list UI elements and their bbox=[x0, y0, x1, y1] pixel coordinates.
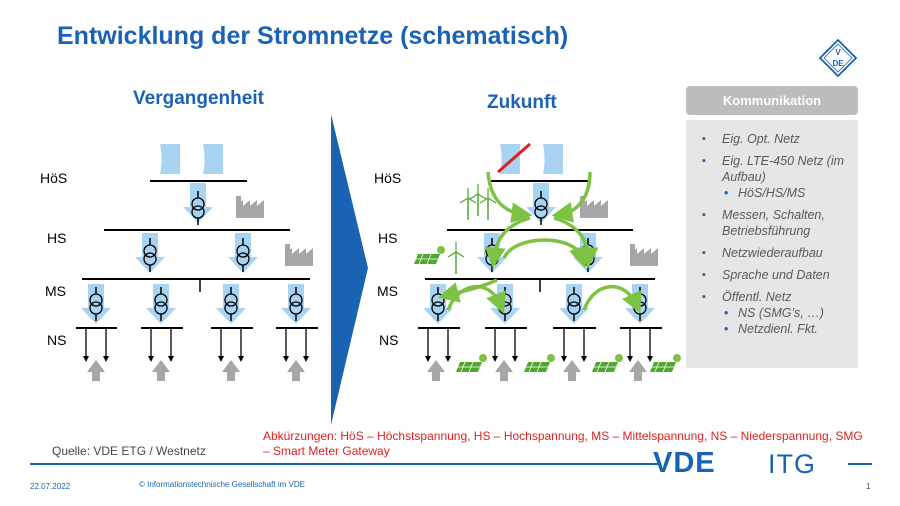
power-plant-icon bbox=[543, 144, 563, 174]
vde-badge-logo: V DE bbox=[818, 38, 858, 78]
consumer-arrow-icon bbox=[287, 360, 305, 381]
page-number: 1 bbox=[866, 482, 871, 491]
abbreviations-note: Abkürzungen: HöS – Höchstspannung, HS – … bbox=[263, 429, 863, 458]
future-title: Zukunft bbox=[487, 92, 557, 113]
level-label-ms-right: MS bbox=[377, 283, 398, 299]
badge-v-text: V bbox=[835, 48, 841, 57]
level-label-hoes-left: HöS bbox=[40, 170, 68, 186]
footer-divider bbox=[30, 463, 658, 465]
footer-copyright: © Informationstechnische Gesellschaft im… bbox=[139, 480, 305, 489]
consumer-arrow-icon bbox=[222, 360, 240, 381]
level-label-ns-left: NS bbox=[47, 332, 67, 348]
past-title: Vergangenheit bbox=[133, 88, 264, 109]
page-title: Entwicklung der Stromnetze (schematisch) bbox=[57, 22, 569, 50]
solar-panel-icon bbox=[523, 353, 556, 373]
communication-header: Kommunikation bbox=[686, 86, 858, 115]
communication-item: Öffentl. Netz NS (SMG’s, …) Netzdienl. F… bbox=[700, 289, 852, 337]
solar-panel-icon bbox=[455, 353, 488, 373]
consumer-arrow-icon bbox=[495, 360, 513, 381]
wind-turbine-icon bbox=[469, 183, 487, 217]
solar-panel-icon bbox=[591, 353, 624, 373]
badge-de-text: DE bbox=[832, 59, 844, 68]
power-plant-icon bbox=[203, 144, 223, 174]
communication-panel: Eig. Opt. Netz Eig. LTE-450 Netz (im Auf… bbox=[686, 120, 858, 368]
communication-subitem: NS (SMG’s, …) bbox=[722, 305, 852, 321]
wind-turbine-icon bbox=[459, 187, 477, 221]
consumer-arrow-icon bbox=[427, 360, 445, 381]
communication-item: Sprache und Daten bbox=[700, 267, 852, 283]
communication-item: Eig. Opt. Netz bbox=[700, 131, 852, 147]
future-grid bbox=[413, 142, 682, 381]
solar-panel-icon bbox=[649, 353, 682, 373]
solar-panel-icon bbox=[413, 245, 446, 265]
level-label-hs-left: HS bbox=[47, 230, 67, 246]
factory-icon bbox=[630, 244, 658, 266]
communication-subitem: HöS/HS/MS bbox=[722, 185, 852, 201]
itg-logo: ITG bbox=[768, 449, 816, 479]
footer-divider bbox=[848, 463, 872, 465]
level-label-hoes-right: HöS bbox=[374, 170, 402, 186]
vde-logo: VDE bbox=[653, 447, 716, 479]
consumer-arrow-icon bbox=[629, 360, 647, 381]
footer-date: 22.07.2022 bbox=[30, 482, 71, 491]
power-plant-icon bbox=[160, 144, 180, 174]
wind-turbine-icon bbox=[447, 241, 465, 275]
communication-item: Messen, Schalten, Betriebsführung bbox=[700, 207, 852, 239]
communication-subitem: Netzdienl. Fkt. bbox=[722, 321, 852, 337]
level-label-ms-left: MS bbox=[45, 283, 66, 299]
communication-item: Eig. LTE-450 Netz (im Aufbau) HöS/HS/MS bbox=[700, 153, 852, 201]
phase-out-strike-icon bbox=[497, 142, 531, 174]
level-label-hs-right: HS bbox=[378, 230, 398, 246]
level-label-ns-right: NS bbox=[379, 332, 399, 348]
communication-list: Eig. Opt. Netz Eig. LTE-450 Netz (im Auf… bbox=[686, 120, 858, 337]
past-grid bbox=[76, 144, 318, 381]
source-note: Quelle: VDE ETG / Westnetz bbox=[52, 444, 206, 458]
consumer-arrow-icon bbox=[87, 360, 105, 381]
consumer-arrow-icon bbox=[563, 360, 581, 381]
consumer-arrow-icon bbox=[152, 360, 170, 381]
bidirectional-flow-arrows bbox=[437, 171, 642, 314]
communication-item: Netzwiederaufbau bbox=[700, 245, 852, 261]
factory-icon bbox=[285, 244, 313, 266]
factory-icon bbox=[236, 196, 264, 218]
transition-chevron-icon bbox=[331, 114, 368, 425]
